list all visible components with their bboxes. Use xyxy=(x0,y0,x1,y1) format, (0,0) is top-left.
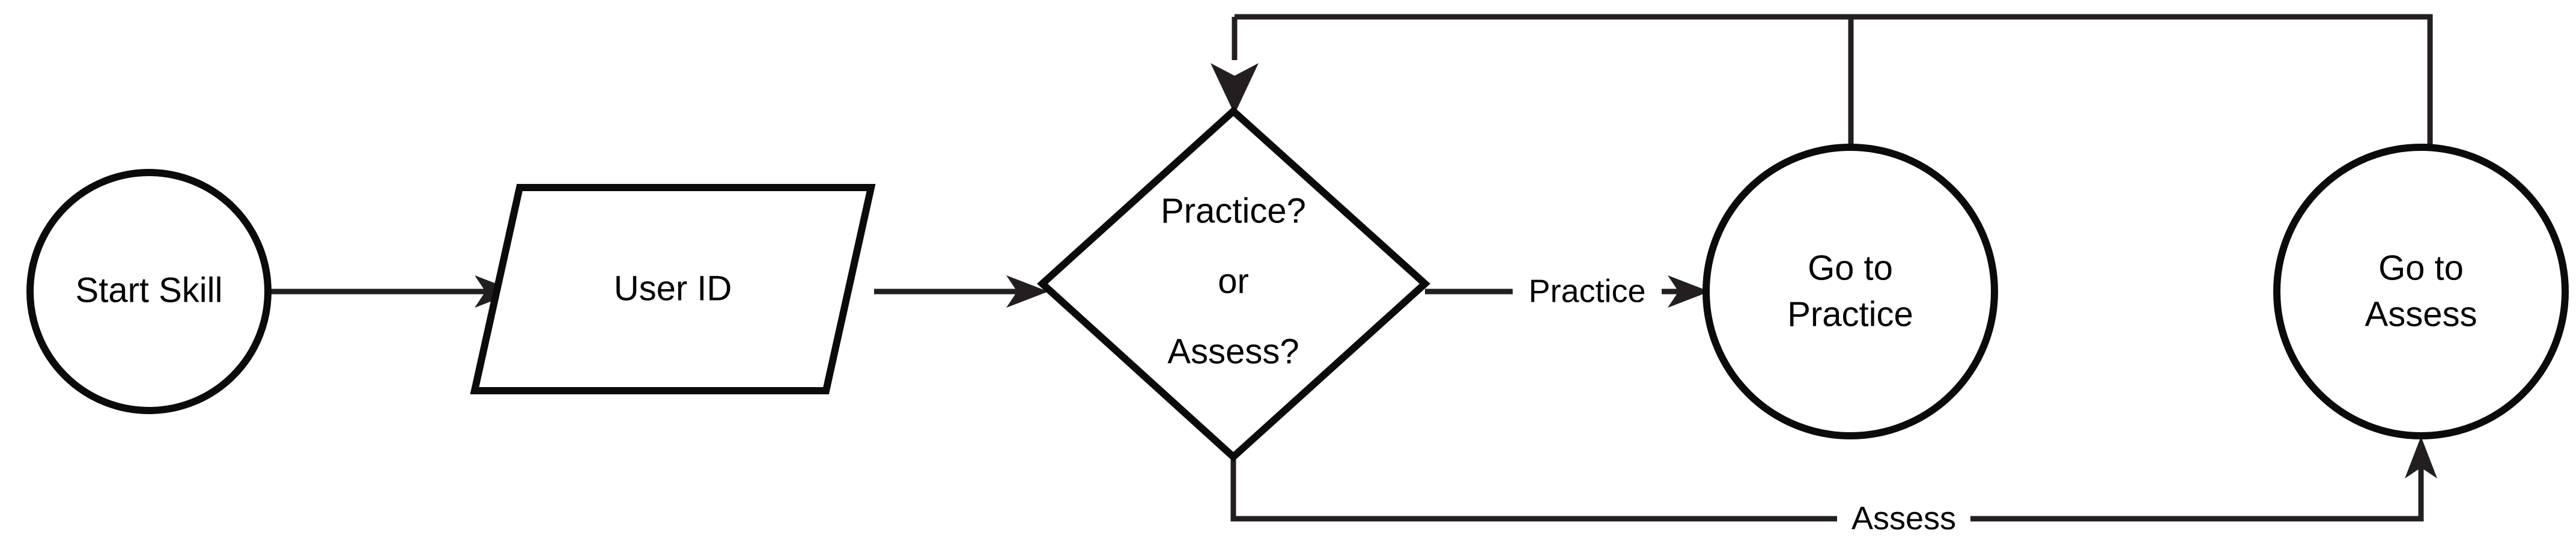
decision-label-line-1: Practice? xyxy=(1161,191,1306,230)
edge-label-backdrop xyxy=(1837,500,1970,538)
decision-diamond[interactable] xyxy=(1037,106,1430,462)
edge-label-assess: Assess xyxy=(1852,500,1956,536)
user-id-parallelogram[interactable] xyxy=(470,184,876,394)
node-go-to-assess[interactable]: Go to Assess xyxy=(2273,144,2569,439)
node-practice-or-assess[interactable]: Practice? or Assess? xyxy=(1037,106,1430,462)
decision-label-line-2: or xyxy=(1218,261,1249,301)
go-to-assess-label-line-2: Assess xyxy=(2365,295,2477,334)
start-skill-circle[interactable] xyxy=(26,169,272,414)
arrowhead-icon xyxy=(1668,275,1710,308)
edge-user-id-to-decision xyxy=(874,275,1048,308)
user-id-label: User ID xyxy=(614,269,732,308)
node-go-to-practice[interactable]: Go to Practice xyxy=(1703,144,1998,439)
arrowhead-icon xyxy=(2405,436,2437,478)
go-to-assess-label-line-1: Go to xyxy=(2378,248,2464,287)
edge-line-top-rail xyxy=(1235,14,2433,147)
start-skill-label: Start Skill xyxy=(76,270,223,310)
edge-label-backdrop xyxy=(1513,272,1662,311)
edge-label-practice: Practice xyxy=(1528,273,1645,309)
go-to-practice-label-line-1: Go to xyxy=(1808,248,1893,287)
go-to-assess-circle[interactable] xyxy=(2273,144,2569,439)
go-to-practice-circle[interactable] xyxy=(1703,144,1998,439)
node-start-skill[interactable]: Start Skill xyxy=(26,169,272,414)
edge-line xyxy=(1230,448,2424,522)
node-user-id[interactable]: User ID xyxy=(470,184,876,394)
arrowhead-icon xyxy=(1211,63,1259,114)
edge-decision-to-assess: Assess xyxy=(1230,436,2437,538)
edge-return-to-decision xyxy=(1211,14,2433,149)
edge-decision-to-practice: Practice xyxy=(1425,272,1710,311)
arrowhead-icon xyxy=(1006,275,1048,308)
edge-start-skill-to-user-id xyxy=(269,275,517,308)
decision-label-line-3: Assess? xyxy=(1167,332,1299,371)
go-to-practice-label-line-2: Practice xyxy=(1787,295,1913,334)
